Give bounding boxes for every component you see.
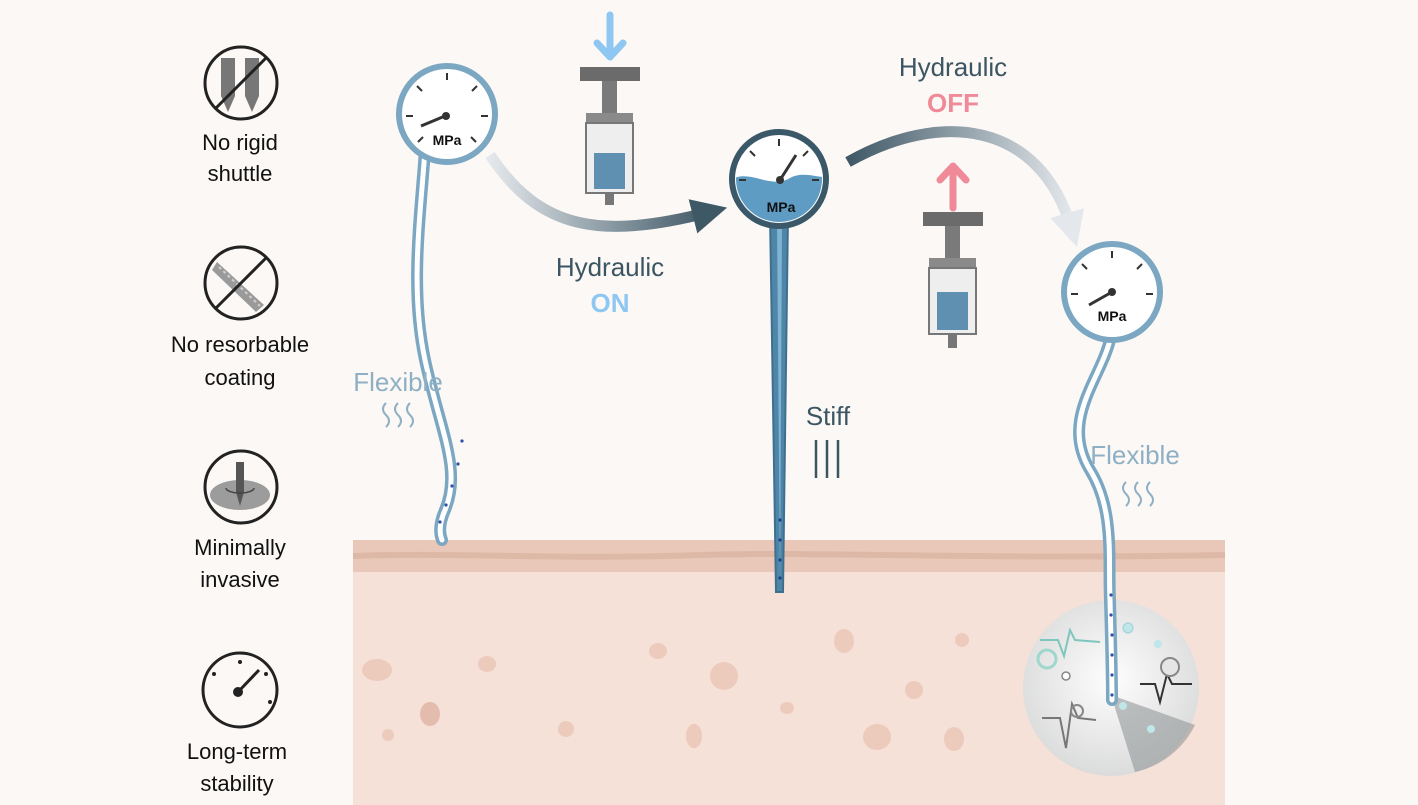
- transition-state: OFF: [927, 88, 979, 118]
- feature-label-line1: Minimally: [194, 535, 286, 560]
- feature-no-resorbable-coating: No resorbable coating: [171, 245, 309, 390]
- gauge-unit-label: MPa: [433, 132, 462, 148]
- cell-bubbles: [1036, 622, 1180, 733]
- curved-arrow: [845, 126, 1084, 247]
- straight-lines-icon: [814, 440, 840, 478]
- stage-2-stiff-probe: MPa Stiff: [729, 129, 851, 593]
- feature-label-line2: coating: [205, 365, 276, 390]
- spike-waveform-icon: [1040, 627, 1192, 749]
- feature-minimally-invasive: Minimally invasive: [194, 449, 286, 592]
- minimally-invasive-icon: [203, 449, 279, 525]
- feature-label-line1: No resorbable: [171, 332, 309, 357]
- transition-hydraulic-on: Hydraulic ON: [485, 11, 728, 318]
- state-label: Stiff: [806, 401, 851, 431]
- feature-label-line1: Long-term: [187, 739, 287, 764]
- tissue-cells: [362, 629, 969, 751]
- feature-label-line1: No rigid: [202, 130, 278, 155]
- probe-core: [414, 147, 454, 543]
- feature-list: No rigid shuttle No resorbable coating: [171, 45, 309, 796]
- arrow-down-icon: [593, 11, 627, 61]
- stage-3-flexible-probe: MPa Flexible: [1023, 241, 1199, 776]
- no-rigid-shuttle-icon: [203, 45, 279, 121]
- arrow-up-icon: [936, 162, 970, 212]
- pressure-gauge: MPa: [1061, 241, 1163, 343]
- state-label: Flexible: [1090, 440, 1180, 470]
- transition-hydraulic-off: Hydraulic OFF: [845, 52, 1084, 348]
- gauge-needle: [1088, 290, 1113, 307]
- wavy-lines-icon: [1122, 481, 1154, 507]
- wavy-lines-icon: [382, 402, 414, 428]
- transition-title: Hydraulic: [899, 52, 1007, 82]
- feature-label-line2: invasive: [200, 567, 279, 592]
- syringe-pulled: [923, 212, 983, 348]
- electrode-sites: [778, 518, 782, 580]
- feature-label-line2: stability: [200, 771, 273, 796]
- gauge-needle: [778, 154, 798, 181]
- gauge-unit-label: MPa: [767, 199, 796, 215]
- electrode-sites: [1109, 593, 1114, 697]
- stage-1-flexible-probe: MPa Flexible: [353, 63, 498, 546]
- tissue-surface-line: [352, 550, 1226, 560]
- pressure-gauge: MPa: [729, 129, 829, 229]
- syringe-pushed: [580, 67, 640, 205]
- curved-arrow: [485, 151, 728, 234]
- transition-title: Hydraulic: [556, 252, 664, 282]
- probe-core: [777, 220, 782, 585]
- gauge-needle: [420, 114, 446, 128]
- gauge-unit-label: MPa: [1098, 308, 1127, 324]
- feature-no-rigid-shuttle: No rigid shuttle: [202, 45, 279, 186]
- probe-core: [1076, 337, 1115, 703]
- feature-label-line2: shuttle: [208, 161, 273, 186]
- no-resorbable-coating-icon: [203, 245, 279, 321]
- long-term-stability-icon: [201, 651, 279, 729]
- feature-long-term-stability: Long-term stability: [187, 651, 287, 796]
- transition-state: ON: [591, 288, 630, 318]
- pressure-gauge: MPa: [396, 63, 498, 165]
- electrode-sites: [438, 439, 464, 524]
- state-label: Flexible: [353, 367, 443, 397]
